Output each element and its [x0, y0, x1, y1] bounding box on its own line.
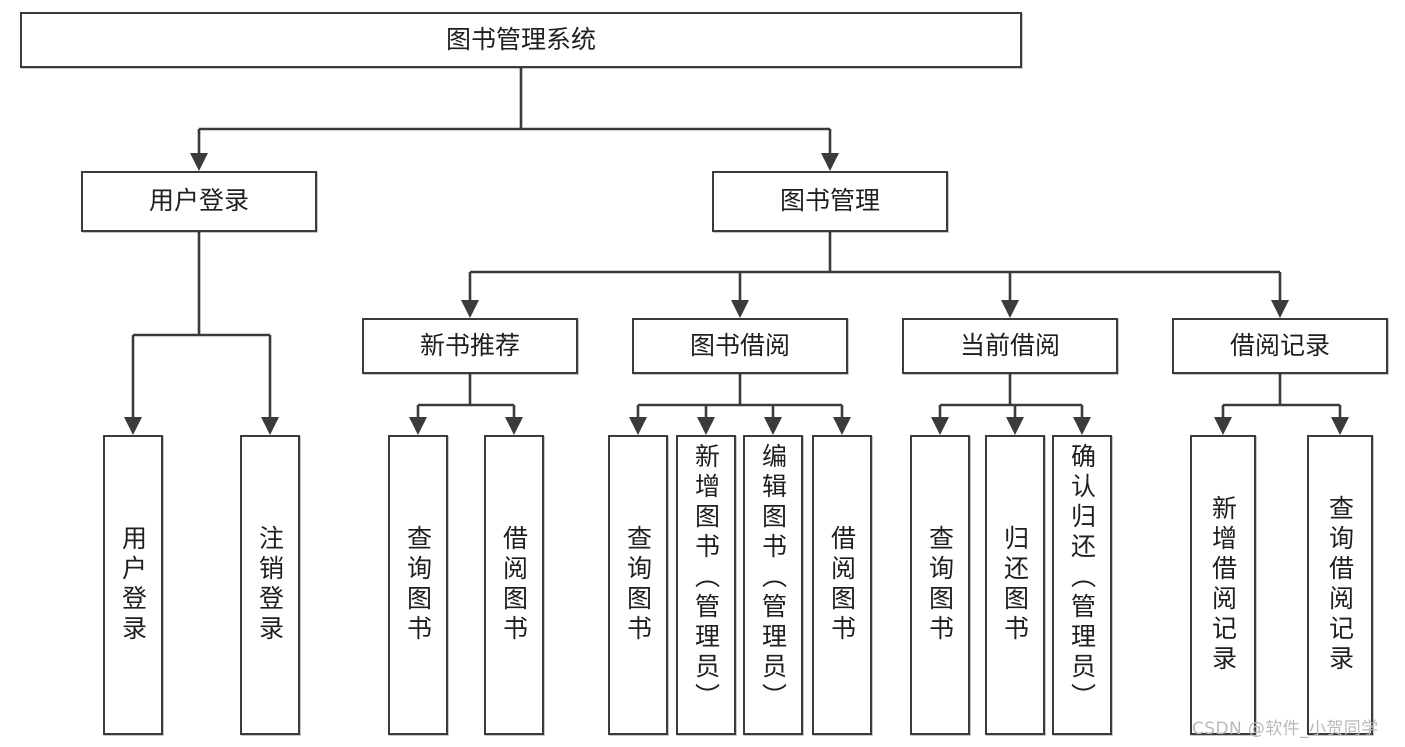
- node-level2-1-label: 图书管理: [779, 186, 880, 216]
- node-leaf-5[interactable]: 新增图书（管理员）: [676, 435, 736, 735]
- node-leaf-6[interactable]: 编辑图书（管理员）: [743, 435, 803, 735]
- node-leaf-3-label: 借阅图书: [499, 525, 529, 645]
- node-level2-0[interactable]: 用户登录: [81, 171, 317, 232]
- node-level2-0-label: 用户登录: [148, 186, 249, 216]
- node-leaf-3[interactable]: 借阅图书: [484, 435, 544, 735]
- node-level3-2-label: 当前借阅: [959, 330, 1060, 360]
- node-level3-1-label: 图书借阅: [689, 330, 790, 360]
- node-level3-0[interactable]: 新书推荐: [362, 318, 578, 374]
- node-level3-3-label: 借阅记录: [1229, 330, 1330, 360]
- node-leaf-12-label: 查询借阅记录: [1325, 495, 1355, 675]
- node-leaf-8[interactable]: 查询图书: [910, 435, 970, 735]
- node-leaf-9[interactable]: 归还图书: [985, 435, 1045, 735]
- node-level3-1[interactable]: 图书借阅: [632, 318, 848, 374]
- node-leaf-2-label: 查询图书: [403, 525, 433, 645]
- node-leaf-4[interactable]: 查询图书: [608, 435, 668, 735]
- node-leaf-10[interactable]: 确认归还（管理员）: [1052, 435, 1112, 735]
- node-leaf-6-label: 编辑图书（管理员）: [758, 443, 788, 713]
- node-level3-2[interactable]: 当前借阅: [902, 318, 1118, 374]
- node-leaf-9-label: 归还图书: [1000, 525, 1030, 645]
- node-leaf-5-label: 新增图书（管理员）: [691, 443, 721, 713]
- node-leaf-0[interactable]: 用户登录: [103, 435, 163, 735]
- node-leaf-8-label: 查询图书: [925, 525, 955, 645]
- node-leaf-1-label: 注销登录: [255, 525, 285, 645]
- node-leaf-11-label: 新增借阅记录: [1208, 495, 1238, 675]
- node-leaf-4-label: 查询图书: [623, 525, 653, 645]
- node-leaf-10-label: 确认归还（管理员）: [1067, 443, 1097, 713]
- csdn-watermark: CSDN @软件_小贺同学: [1192, 719, 1379, 739]
- node-level3-0-label: 新书推荐: [419, 330, 520, 360]
- node-leaf-2[interactable]: 查询图书: [388, 435, 448, 735]
- node-leaf-12[interactable]: 查询借阅记录: [1307, 435, 1373, 735]
- node-level2-1[interactable]: 图书管理: [712, 171, 948, 232]
- node-leaf-0-label: 用户登录: [118, 525, 148, 645]
- node-leaf-1[interactable]: 注销登录: [240, 435, 300, 735]
- node-leaf-7[interactable]: 借阅图书: [812, 435, 872, 735]
- node-root-system-label: 图书管理系统: [445, 24, 596, 54]
- node-leaf-11[interactable]: 新增借阅记录: [1190, 435, 1256, 735]
- node-root-system[interactable]: 图书管理系统: [20, 12, 1022, 68]
- node-level3-3[interactable]: 借阅记录: [1172, 318, 1388, 374]
- node-leaf-7-label: 借阅图书: [827, 525, 857, 645]
